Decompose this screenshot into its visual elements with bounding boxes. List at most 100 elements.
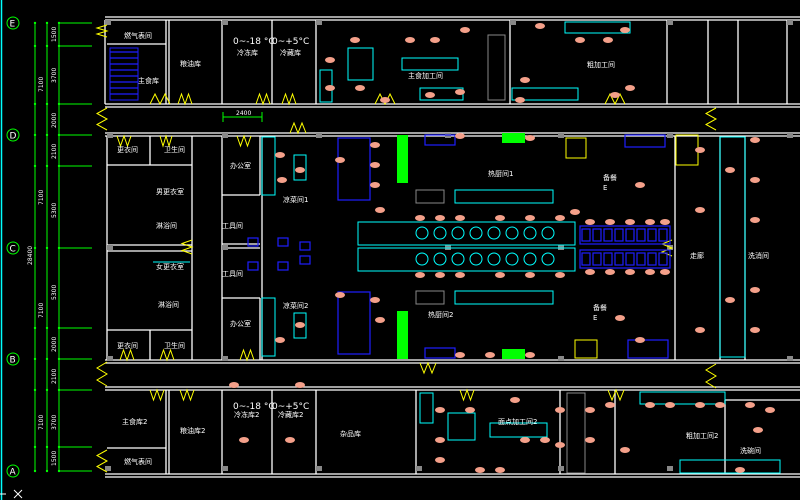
- sink: [299, 255, 311, 265]
- sink: [625, 228, 635, 242]
- burner: [523, 252, 537, 266]
- equipment-block: [419, 392, 434, 424]
- sink: [247, 261, 259, 271]
- room-label: 粮油库: [180, 59, 201, 68]
- sink: [636, 252, 646, 266]
- burner: [541, 252, 555, 266]
- equipment-block: [401, 57, 459, 71]
- equipment-tag: [610, 92, 620, 98]
- equipment-tag: [485, 352, 495, 358]
- dim-node: [45, 326, 49, 330]
- burner: [433, 252, 447, 266]
- equipment-tags: [229, 23, 775, 473]
- dimension-texts: 7100 7100 7100 7100 28400 1500 3700 2000…: [27, 27, 263, 466]
- room-label: 更衣间: [117, 145, 138, 154]
- burner: [415, 226, 429, 240]
- sink: [592, 252, 602, 266]
- equipment-block: [511, 87, 579, 101]
- equipment-block: [627, 339, 669, 359]
- structural-column: [558, 356, 564, 361]
- equipment-tag: [370, 182, 380, 188]
- door-swing: [159, 348, 175, 362]
- equipment-tag: [405, 37, 415, 43]
- axis-label: E: [10, 20, 16, 30]
- doors: [95, 24, 718, 473]
- equipment-tag: [277, 177, 287, 183]
- sink: [581, 252, 591, 266]
- equipment-block: [566, 392, 586, 474]
- dim-node: [57, 164, 61, 168]
- equipment-tag: [325, 85, 335, 91]
- burner: [487, 252, 501, 266]
- structural-column: [222, 466, 228, 471]
- dim-text: 7100: [38, 190, 45, 205]
- equipment-tag: [335, 157, 345, 163]
- structural-column: [222, 20, 228, 25]
- equipment-block: [489, 422, 548, 438]
- dim-node: [57, 388, 61, 392]
- door-swing: [236, 134, 252, 148]
- structural-column: [316, 133, 322, 138]
- equipment-tag: [520, 437, 530, 443]
- equipment-tag: [725, 297, 735, 303]
- equipment-tag: [285, 437, 295, 443]
- equipment-tag: [660, 269, 670, 275]
- room-label: 走廊: [690, 251, 704, 260]
- equipment-tag: [745, 402, 755, 408]
- equipment-tag: [660, 219, 670, 225]
- room-label: 燃气表间: [124, 31, 152, 40]
- equipment-tag: [295, 322, 305, 328]
- equipment-tag: [375, 317, 385, 323]
- equipment-tag: [665, 402, 675, 408]
- door-swing: [374, 92, 396, 106]
- structural-column: [667, 20, 673, 25]
- equipment-tag: [645, 402, 655, 408]
- temperature-label: 0~+5°C: [272, 37, 309, 47]
- structural-column: [107, 356, 113, 361]
- room-label: 洗碗间: [740, 446, 761, 455]
- equipment-tag: [750, 177, 760, 183]
- room-label: E: [593, 314, 597, 322]
- work-counter: [502, 133, 525, 143]
- structural-column: [316, 466, 322, 471]
- equipment-tag: [510, 397, 520, 403]
- equipment-tag: [435, 407, 445, 413]
- equipment-tag: [455, 272, 465, 278]
- door-swing: [149, 92, 171, 106]
- room-label: 凉菜间1: [283, 195, 308, 204]
- sink: [614, 252, 624, 266]
- equipment-tag: [585, 407, 595, 413]
- dim-node: [33, 445, 37, 449]
- dimension-lines: [33, 21, 92, 473]
- door-swing: [96, 361, 108, 387]
- equipment-tag: [495, 215, 505, 221]
- equipment-tag: [605, 219, 615, 225]
- equipment-tag: [635, 337, 645, 343]
- equipment-block: [415, 290, 445, 305]
- equipment-tag: [239, 437, 249, 443]
- axis-d: D: [6, 128, 20, 142]
- equipment-tag: [495, 467, 505, 473]
- room-label: 冷藏库2: [278, 410, 303, 419]
- structural-column: [787, 356, 793, 361]
- equipment-tag: [620, 447, 630, 453]
- equipment-tag: [525, 215, 535, 221]
- equipment-tag: [605, 269, 615, 275]
- dim-node: [57, 326, 61, 330]
- sink: [299, 241, 311, 251]
- room-label: E: [603, 184, 607, 192]
- door-swing: [419, 361, 437, 375]
- door-swing: [119, 348, 135, 362]
- axis-label: D: [10, 132, 17, 142]
- room-label: 杂品库: [340, 429, 361, 438]
- dim-node: [45, 357, 49, 361]
- equipment-tag: [585, 219, 595, 225]
- structural-column: [105, 20, 111, 25]
- equipment-tag: [725, 167, 735, 173]
- room-label: 主食加工间: [408, 71, 443, 80]
- door-swing: [116, 134, 132, 148]
- room-label: 更衣间: [117, 341, 138, 350]
- dim-node: [57, 133, 61, 137]
- equipment-block: [679, 459, 781, 474]
